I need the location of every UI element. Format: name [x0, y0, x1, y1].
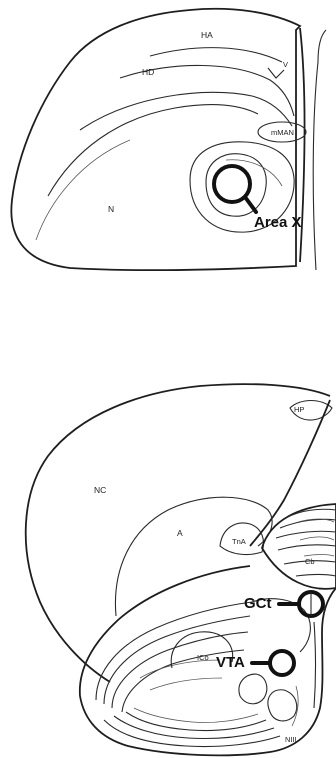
label-hp: HP [294, 405, 304, 414]
upper-lamina-1 [150, 48, 282, 62]
label-n: N [108, 204, 114, 214]
label-v: V [283, 60, 288, 69]
midline-tract [314, 622, 316, 708]
upper-lamina-3 [80, 92, 292, 130]
ventricle-notch [268, 68, 284, 78]
label-vta: VTA [216, 654, 245, 671]
label-cb: Cb [305, 557, 315, 566]
ventral-nucleus [268, 690, 297, 721]
striatum-inner-line [226, 160, 282, 186]
upper-brain-section: HA HD V mMAN N Area X [0, 0, 336, 280]
label-ha: HA [201, 30, 213, 40]
area-x-leader [245, 197, 256, 212]
upper-lamina-5 [36, 140, 130, 240]
label-gct: GCt [244, 595, 272, 612]
lower-brain-section: HP NC A TnA Cb ICo NIII GCt VTA [0, 370, 336, 758]
label-a: A [177, 528, 183, 538]
label-niii: NIII [285, 735, 297, 744]
label-mman: mMAN [271, 128, 294, 137]
upper-lamina-4 [48, 105, 258, 196]
label-tna: TnA [232, 537, 246, 546]
label-nc: NC [94, 485, 106, 495]
upper-right-edge [318, 30, 326, 62]
vta-marker [270, 651, 294, 675]
label-ico: ICo [197, 653, 209, 662]
label-hd: HD [142, 67, 154, 77]
label-area-x: Area X [254, 214, 302, 231]
upper-midline-inner [313, 62, 318, 270]
tegmental-nucleus [239, 674, 267, 704]
